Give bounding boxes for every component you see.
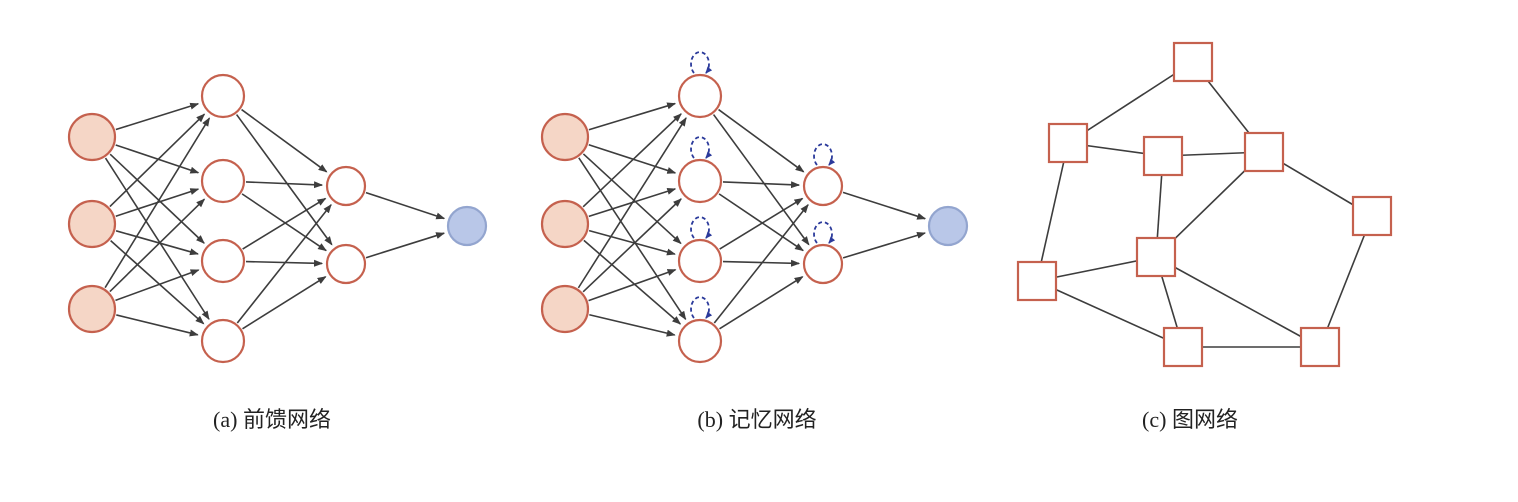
graph-node [1172, 41, 1214, 83]
connection-arrow [583, 239, 682, 325]
connection-arrow [588, 143, 677, 174]
hidden-node [200, 318, 246, 364]
connection-arrow [842, 231, 926, 259]
graph-edge [1319, 215, 1373, 348]
panel-feedforward-network [67, 73, 488, 364]
connection-arrow [842, 191, 927, 220]
caption-memory-network: (b) 记忆网络 [697, 407, 817, 432]
graph-node [1299, 326, 1341, 368]
input-node [67, 284, 117, 334]
connection-arrow [365, 232, 446, 259]
connection-arrow [577, 117, 687, 289]
graph-node [1047, 122, 1089, 164]
connection-arrow [245, 181, 324, 189]
connection-arrow [582, 198, 682, 293]
connection-arrow [236, 204, 332, 324]
input-node [540, 112, 590, 162]
connection-arrow [588, 229, 676, 256]
graph-node [1162, 326, 1204, 368]
hidden-node [200, 73, 246, 119]
hidden-node [677, 158, 723, 204]
input-node [67, 112, 117, 162]
hidden-node [802, 165, 844, 207]
caption-feedforward-network: (a) 前馈网络 [213, 407, 331, 432]
self-loop-arrow [690, 216, 713, 239]
connection-arrow [719, 276, 804, 330]
connection-arrow [116, 314, 199, 337]
panel-memory-network [540, 51, 969, 364]
connection-arrow [109, 153, 205, 244]
connection-arrow [115, 269, 200, 302]
graph-node [1135, 236, 1177, 278]
hidden-node [325, 243, 367, 285]
connection-arrow [242, 197, 327, 250]
connection-arrow [109, 113, 206, 208]
hidden-node [677, 73, 723, 119]
connection-arrow [104, 157, 210, 320]
graph-edge [1155, 256, 1321, 348]
hidden-node [200, 158, 246, 204]
connection-arrow [110, 240, 205, 325]
graph-edge [1067, 61, 1194, 144]
connection-arrow [241, 108, 328, 173]
hidden-node [200, 238, 246, 284]
connection-arrow [109, 198, 206, 293]
connection-arrow [589, 313, 676, 337]
hidden-node [677, 318, 723, 364]
connection-arrow [582, 113, 682, 208]
input-node [540, 284, 590, 334]
connection-arrow [722, 259, 801, 267]
input-node [67, 199, 117, 249]
connection-arrow [365, 191, 446, 220]
connection-arrow [578, 157, 687, 321]
self-loop-arrow [690, 136, 713, 159]
graph-edge [1036, 280, 1184, 348]
panel-graph-network [1016, 41, 1393, 368]
connection-arrow [115, 144, 200, 174]
connection-arrow [718, 193, 804, 252]
graph-node [1243, 131, 1285, 173]
connection-arrow [718, 108, 805, 173]
connection-arrow [235, 114, 333, 246]
graph-node [1142, 135, 1184, 177]
self-loop-arrow [690, 296, 713, 319]
output-node [927, 205, 969, 247]
connection-arrow [719, 197, 804, 250]
hidden-node [802, 243, 844, 285]
caption-graph-network: (c) 图网络 [1142, 407, 1238, 432]
connection-arrow [241, 193, 327, 252]
connection-arrow [588, 268, 677, 302]
graph-edge [1036, 142, 1069, 282]
self-loop-arrow [690, 51, 713, 74]
input-node [540, 199, 590, 249]
connection-arrow [242, 276, 327, 330]
graph-node [1351, 195, 1393, 237]
connection-arrow [722, 181, 801, 189]
self-loop-arrow [813, 143, 836, 166]
self-loop-arrow [813, 221, 836, 244]
connection-arrow [115, 102, 200, 131]
connection-arrow [245, 259, 324, 267]
output-node [446, 205, 488, 247]
connection-arrow [115, 230, 199, 256]
connection-arrow [712, 114, 810, 246]
hidden-node [677, 238, 723, 284]
hidden-node [325, 165, 367, 207]
connection-arrow [104, 117, 211, 289]
connection-arrow [588, 102, 677, 131]
connection-arrow [582, 153, 682, 245]
graph-node [1016, 260, 1058, 302]
connection-arrow [713, 204, 809, 324]
